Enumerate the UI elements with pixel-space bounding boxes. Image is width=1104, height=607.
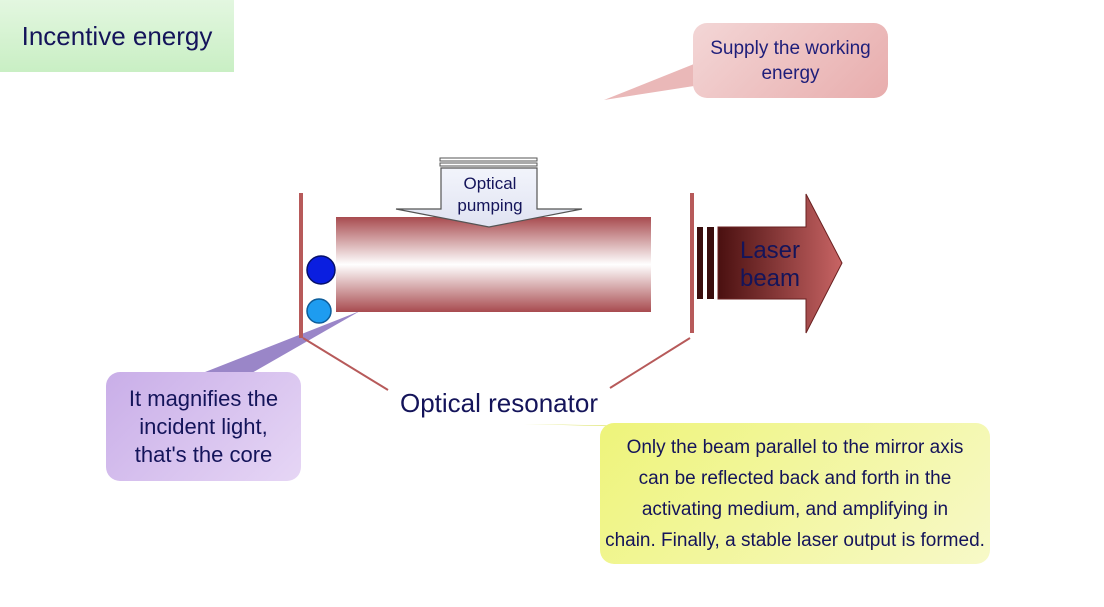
incentive-energy-box: Incentive energy [0, 0, 234, 72]
only-beam-line-3: activating medium, and amplifying in [641, 498, 949, 520]
incentive-energy-text: Incentive energy [21, 20, 213, 51]
laser-rod [336, 217, 651, 312]
right-mirror [690, 193, 694, 333]
resonator-line-left [302, 337, 389, 391]
laser-label-2: beam [740, 265, 800, 292]
only-beam-line-2: can be reflected back and forth in the [638, 467, 952, 489]
optical-pumping-arrow [395, 167, 583, 228]
laser-label-1: Laser [740, 237, 800, 264]
beam-stripe-1 [697, 227, 703, 299]
magnify-line-2: incident light, [139, 413, 268, 439]
magnify-line-3: that's the core [134, 441, 273, 467]
magnify-callout-tail [200, 311, 360, 374]
laser-beam-arrow [717, 193, 843, 334]
magnify-callout: It magnifies the incident light, that's … [106, 372, 301, 481]
only-beam-line-1: Only the beam parallel to the mirror axi… [626, 436, 964, 458]
pump-arrow-top-band-2 [439, 162, 538, 167]
resonator-line-right [609, 337, 691, 389]
pump-label-1: Optical [464, 174, 517, 193]
pump-arrow-top-band [439, 157, 538, 162]
only-beam-callout: Only the beam parallel to the mirror axi… [600, 423, 990, 564]
supply-callout-tail [604, 64, 694, 100]
only-beam-line-4: chain. Finally, a stable laser output is… [605, 529, 985, 551]
resonator-label: Optical resonator [400, 388, 598, 418]
beam-stripe-2 [707, 227, 714, 299]
photon-dot-dark [306, 255, 336, 285]
photon-dot-light [306, 298, 332, 324]
left-mirror [299, 193, 303, 338]
pump-label-2: pumping [457, 196, 522, 215]
supply-energy-callout: Supply the working energy [693, 23, 888, 98]
magnify-line-1: It magnifies the [128, 385, 279, 411]
supply-energy-text: Supply the working energy [710, 37, 871, 84]
